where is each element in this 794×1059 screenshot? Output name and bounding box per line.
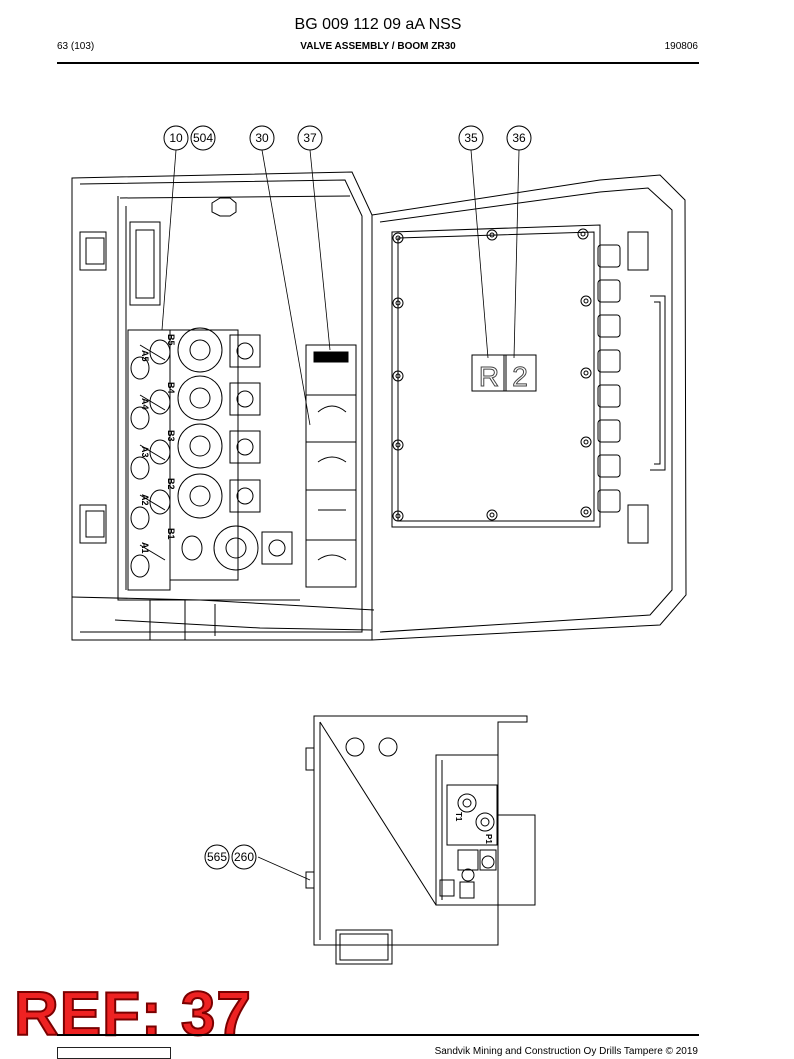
callout-565: 565 bbox=[207, 850, 227, 864]
port-label-b2: B2 bbox=[166, 478, 176, 490]
cable-glands bbox=[597, 244, 621, 513]
port-label-b3: B3 bbox=[166, 430, 176, 442]
port-label-a1: A1 bbox=[140, 542, 150, 554]
callout-36: 36 bbox=[512, 131, 526, 145]
callout-37: 37 bbox=[303, 131, 317, 145]
callout-30: 30 bbox=[255, 131, 269, 145]
side-label-t1: T1 bbox=[454, 812, 463, 822]
side-label-p1: P1 bbox=[484, 834, 493, 844]
plate-letter-2: 2 bbox=[512, 361, 528, 392]
port-label-a4: A4 bbox=[140, 398, 150, 410]
r2-plate: R 2 bbox=[471, 354, 537, 393]
port-label-a5: A5 bbox=[140, 350, 150, 362]
port-label-a2: A2 bbox=[140, 494, 150, 506]
callout-circles bbox=[163, 125, 532, 870]
side-view bbox=[305, 715, 536, 965]
reference-stamp: REF: 37 bbox=[13, 980, 252, 1049]
header-rule bbox=[57, 62, 699, 64]
control-decal bbox=[305, 344, 357, 588]
cabinet-outline bbox=[71, 171, 687, 641]
footer-copyright: Sandvik Mining and Construction Oy Drill… bbox=[434, 1046, 698, 1057]
port-label-b5: B5 bbox=[166, 334, 176, 346]
document-date: 190806 bbox=[664, 41, 698, 52]
callout-10: 10 bbox=[169, 131, 183, 145]
section-title: VALVE ASSEMBLY / BOOM ZR30 bbox=[300, 41, 456, 52]
footer-rule bbox=[57, 1034, 699, 1036]
document-title: BG 009 112 09 aA NSS bbox=[294, 16, 462, 33]
leader-lines bbox=[161, 149, 520, 881]
callout-260: 260 bbox=[234, 850, 254, 864]
cover-bolts bbox=[392, 228, 592, 522]
port-label-a3: A3 bbox=[140, 446, 150, 458]
page-number: 63 (103) bbox=[57, 41, 95, 52]
plate-letter-r: R bbox=[479, 361, 499, 392]
callout-35: 35 bbox=[464, 131, 478, 145]
port-label-b1: B1 bbox=[166, 528, 176, 540]
callout-504: 504 bbox=[193, 131, 213, 145]
port-label-b4: B4 bbox=[166, 382, 176, 394]
valve-stack bbox=[127, 327, 293, 591]
company-logo bbox=[57, 1047, 171, 1059]
